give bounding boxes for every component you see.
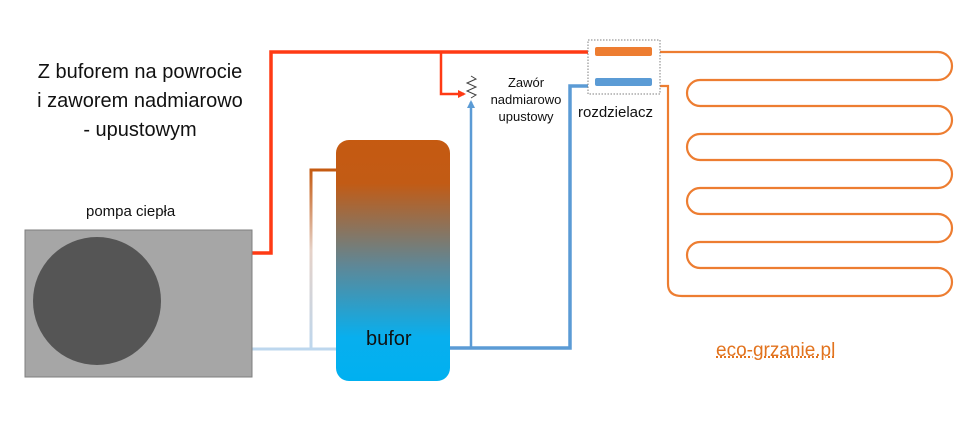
return-pipe	[449, 84, 590, 350]
supply-pipe	[252, 50, 590, 255]
distributor-return-bar	[595, 78, 652, 86]
heat-pump-fan-icon	[33, 237, 161, 365]
buffer-upper-pipe	[309, 168, 343, 349]
valve-label-line: Zawór	[507, 75, 545, 90]
distributor-label: rozdzielacz	[578, 104, 654, 121]
website-label: eco-grzanie.pl	[716, 340, 836, 361]
relief-valve-spring-icon	[465, 75, 478, 99]
buffer-tank	[336, 140, 450, 381]
title-line: i zaworem nadmiarowo	[37, 90, 243, 112]
distributor-supply-bar	[595, 47, 652, 56]
title-line: Z buforem na powrocie	[37, 61, 243, 83]
relief-valve-label: Zawór nadmiarowo upustowy	[476, 74, 576, 125]
title-line: - upustowym	[83, 119, 197, 141]
diagram-title: Z buforem na powrocie i zaworem nadmiaro…	[14, 58, 266, 145]
buffer-label: bufor	[366, 328, 412, 350]
heat-pump-label: pompa ciepła	[86, 203, 176, 220]
floor-heating-loop	[652, 50, 954, 298]
valve-label-line: upustowy	[498, 109, 554, 124]
valve-label-line: nadmiarowo	[490, 92, 562, 107]
valve-supply-branch	[439, 52, 466, 98]
